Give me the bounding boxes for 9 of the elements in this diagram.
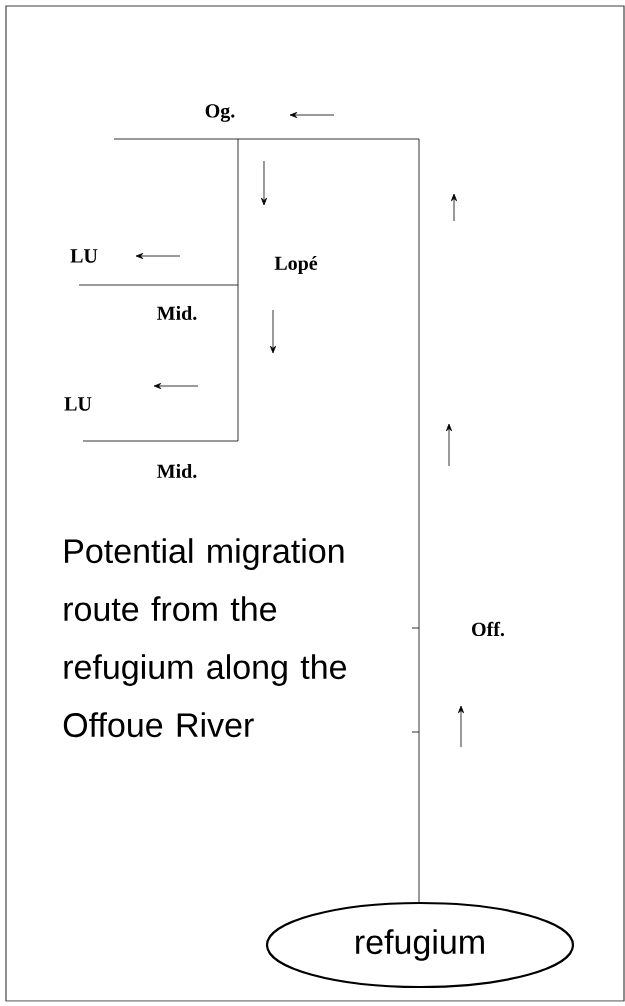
node-label: refugium (356, 929, 484, 961)
place-label: LU (70, 249, 98, 263)
caption-text: Potential migration route from the refugium along the Offoue River (63, 538, 346, 738)
place-label: Lopé (274, 255, 318, 275)
place-label: Off. (472, 621, 505, 637)
place-label: Mid. (157, 305, 197, 321)
place-label: LU (64, 397, 92, 411)
place-label: Mid. (157, 463, 197, 479)
place-label: Og. (205, 104, 235, 122)
